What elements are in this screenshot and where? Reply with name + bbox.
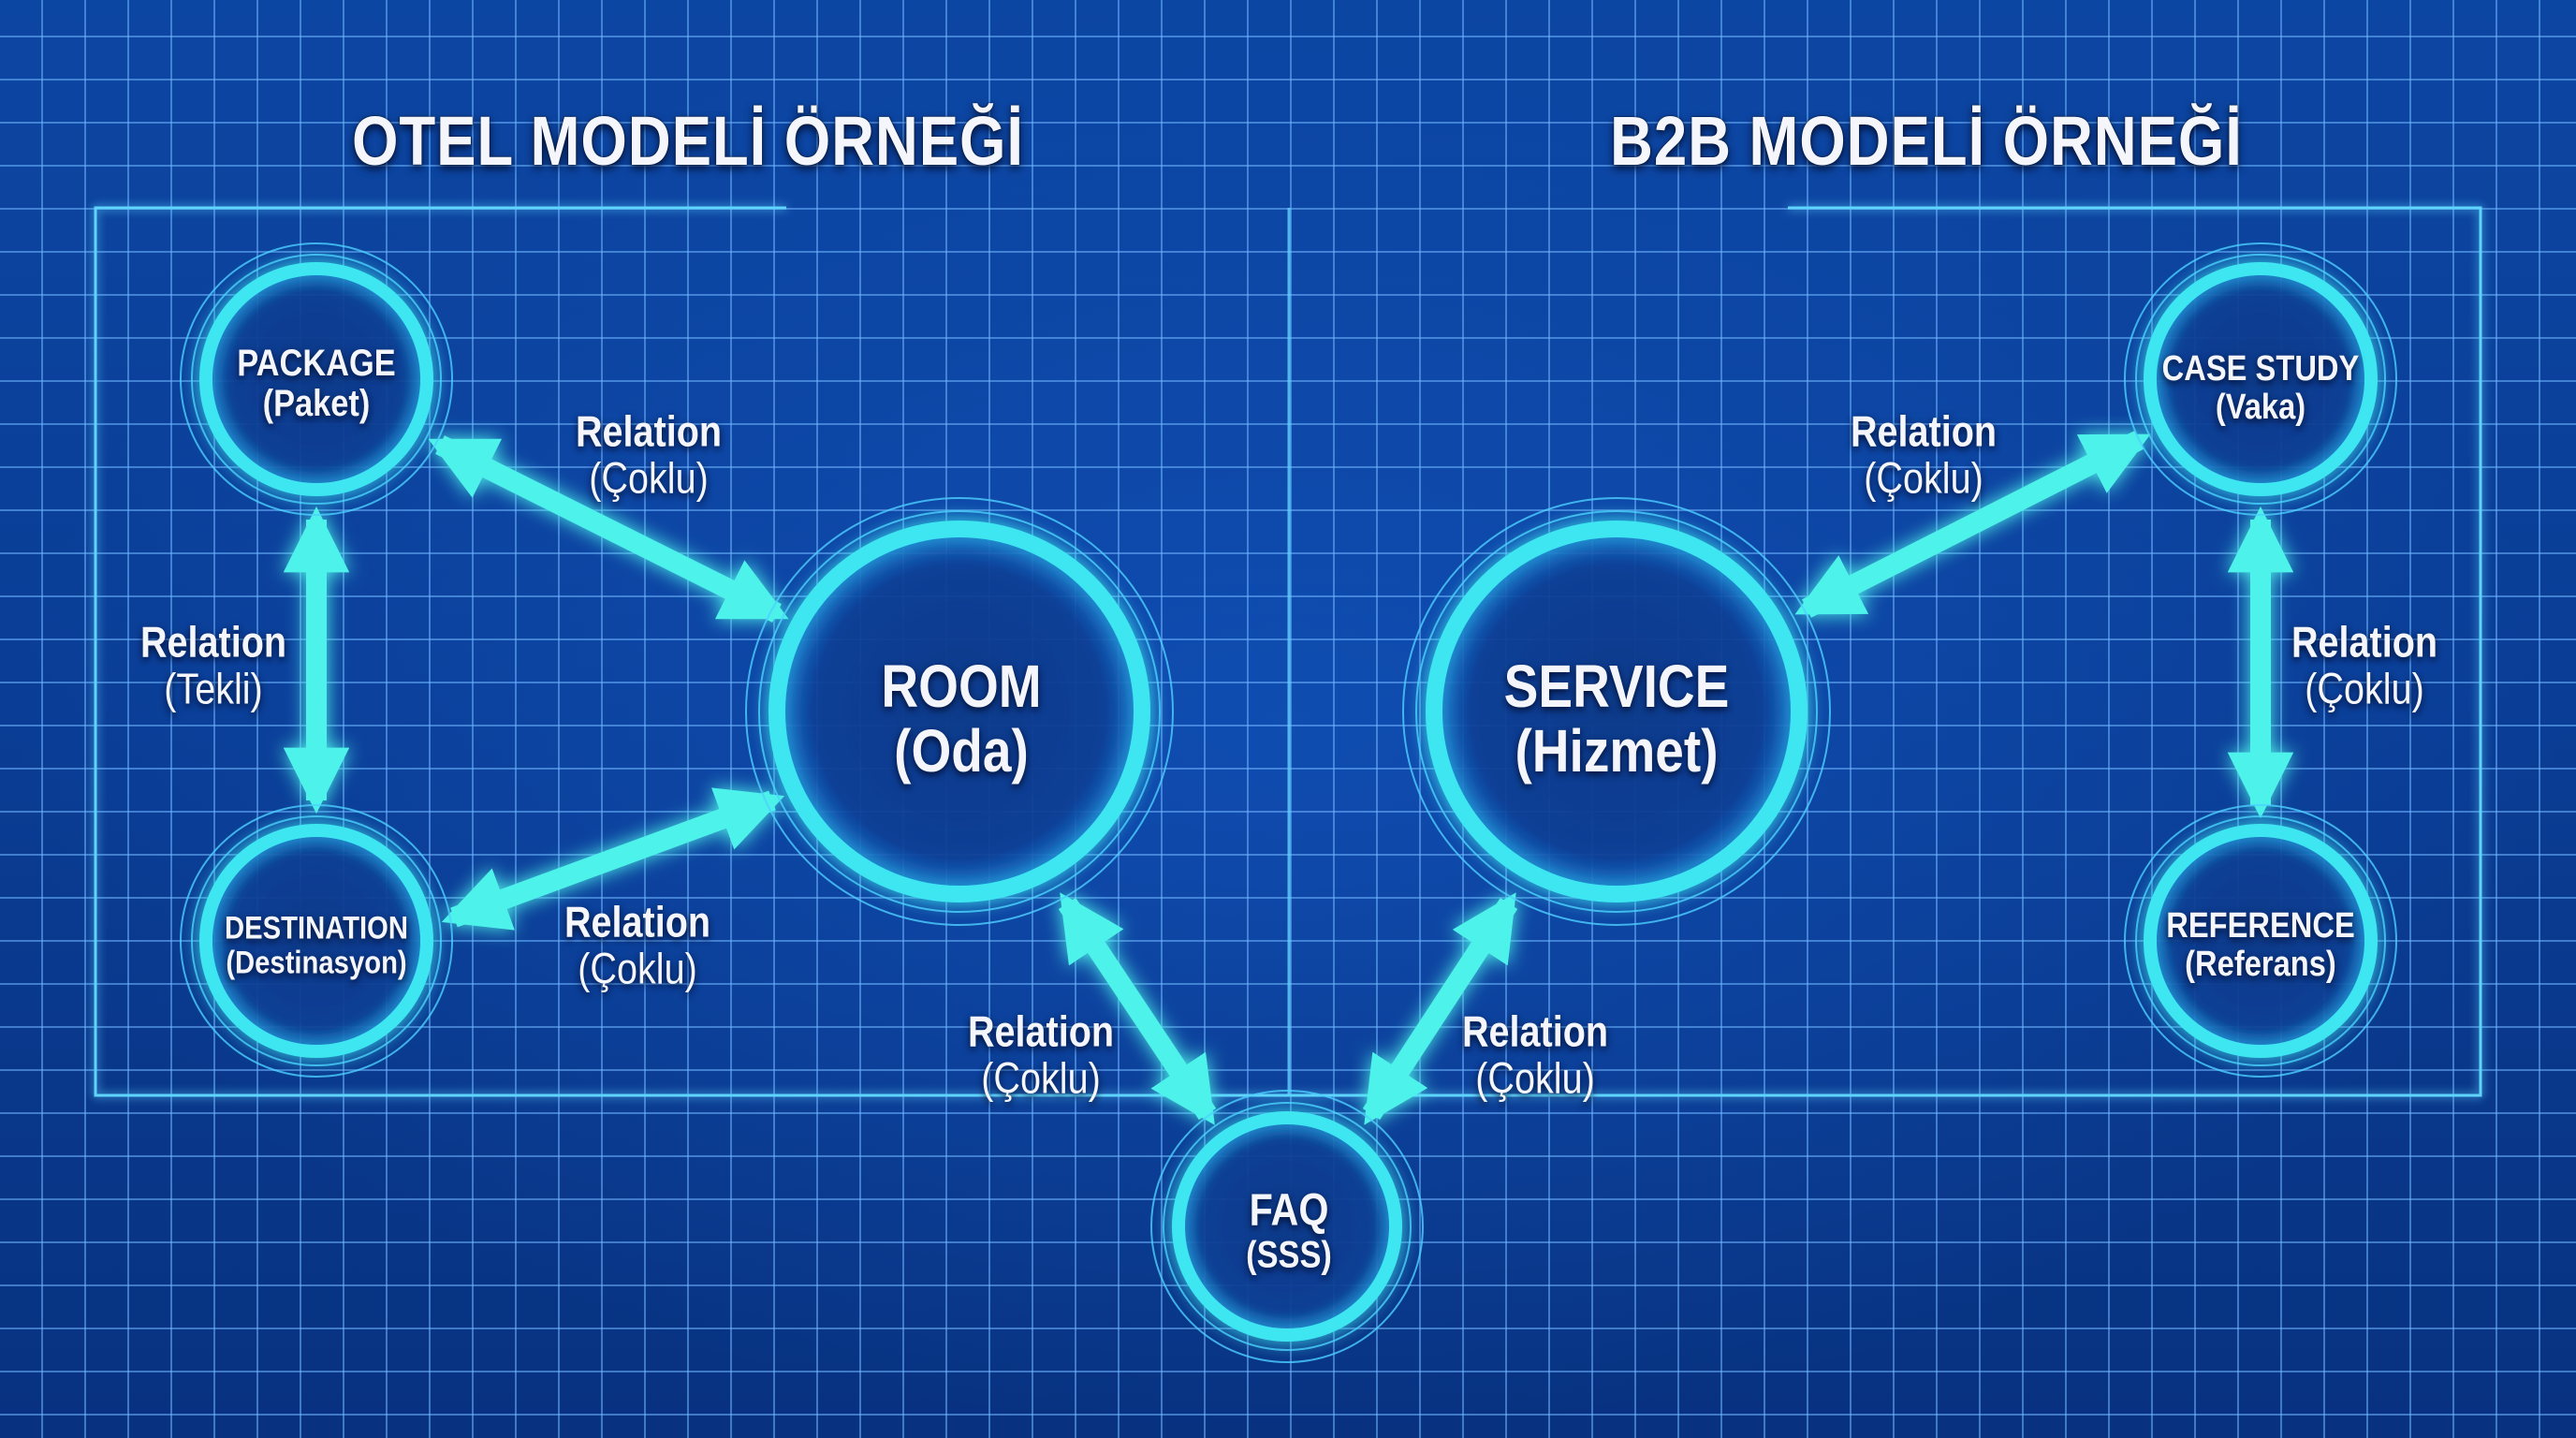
node-reference-name: REFERENCE [2166, 905, 2355, 946]
node-room: ROOM (Oda) [881, 652, 1042, 785]
left-panel-frame [94, 206, 1287, 1097]
arrow-service-faq [1362, 892, 1518, 1125]
relation-room-faq: Relation (Çoklu) [968, 1008, 1114, 1101]
relation-package-destination: Relation (Tekli) [140, 619, 286, 712]
node-case-study: CASE STUDY (Vaka) [2161, 348, 2360, 427]
relation-type: (Çoklu) [578, 944, 697, 992]
node-reference-ring [2124, 804, 2397, 1078]
relation-destination-room: Relation (Çoklu) [564, 899, 710, 991]
relation-service-faq: Relation (Çoklu) [1462, 1008, 1608, 1101]
relation-type: (Çoklu) [589, 453, 709, 502]
left-section-title: OTEL MODELİ ÖRNEĞİ [352, 102, 1024, 180]
node-room-name: ROOM [881, 652, 1042, 720]
node-reference-translation: (Referans) [2185, 945, 2336, 984]
node-package: PACKAGE (Paket) [237, 342, 396, 424]
arrow-package-room [428, 435, 789, 623]
relation-service-case-study: Relation (Çoklu) [1851, 408, 1997, 501]
node-package-ring [180, 242, 453, 516]
relation-label: Relation [564, 897, 711, 946]
node-destination-name: DESTINATION [224, 910, 409, 946]
relation-type: (Çoklu) [1475, 1053, 1595, 1102]
relation-type: (Çoklu) [981, 1053, 1101, 1102]
node-service-ring [1402, 497, 1831, 926]
arrow-destination-room [441, 787, 785, 931]
relation-case-study-reference: Relation (Çoklu) [2291, 619, 2437, 712]
arrow-room-faq [1058, 892, 1217, 1125]
relation-label: Relation [2291, 617, 2438, 667]
relation-label: Relation [1461, 1006, 1609, 1056]
relation-type: (Tekli) [164, 664, 263, 712]
node-reference: REFERENCE (Referans) [2166, 905, 2355, 984]
node-service-name: SERVICE [1503, 652, 1730, 720]
node-destination-translation: (Destinasyon) [226, 945, 407, 980]
node-faq-translation: (SSS) [1246, 1234, 1332, 1276]
relation-label: Relation [967, 1006, 1115, 1056]
node-room-ring [745, 497, 1174, 926]
node-service-translation: (Hizmet) [1515, 717, 1719, 785]
right-section-title: B2B MODELİ ÖRNEĞİ [1610, 102, 2243, 180]
relation-type: (Çoklu) [2305, 664, 2424, 712]
relation-label: Relation [575, 406, 723, 456]
node-service: SERVICE (Hizmet) [1503, 652, 1730, 785]
node-destination: DESTINATION (Destinasyon) [225, 911, 408, 979]
right-panel-frame [1287, 206, 2482, 1097]
node-case-study-ring [2124, 242, 2397, 516]
node-faq-ring [1150, 1090, 1424, 1363]
relation-package-room: Relation (Çoklu) [576, 408, 722, 501]
relation-label: Relation [1850, 406, 1998, 456]
node-rings [180, 242, 2397, 1363]
node-destination-ring [180, 804, 453, 1078]
node-case-study-name: CASE STUDY [2161, 348, 2360, 389]
relation-type: (Çoklu) [1864, 453, 1983, 502]
node-case-study-translation: (Vaka) [2215, 388, 2306, 427]
node-faq-name: FAQ [1249, 1185, 1329, 1236]
node-package-translation: (Paket) [262, 383, 371, 424]
node-room-translation: (Oda) [894, 717, 1029, 785]
relation-label: Relation [139, 617, 287, 667]
arrow-service-case-study [1794, 431, 2151, 618]
node-package-name: PACKAGE [237, 342, 396, 384]
node-faq: FAQ (SSS) [1246, 1186, 1332, 1275]
